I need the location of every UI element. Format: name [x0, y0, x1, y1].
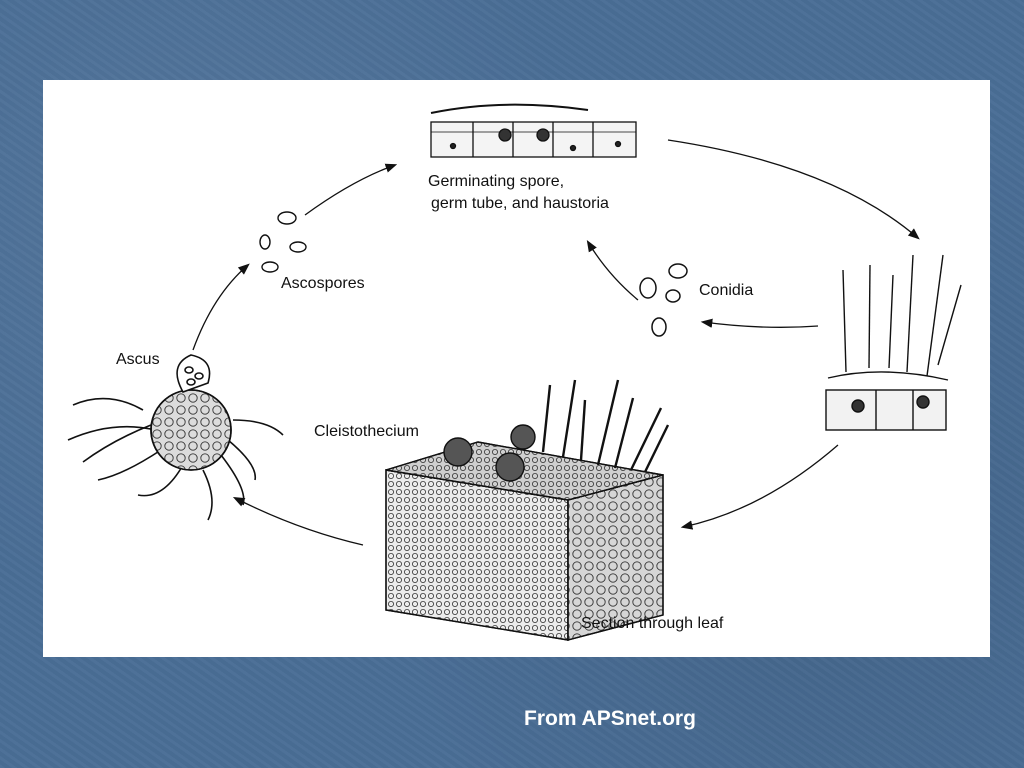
label-germinating-line1: Germinating spore, [428, 173, 565, 190]
label-conidia: Conidia [699, 282, 754, 299]
conidia-spores [639, 263, 688, 337]
label-ascus: Ascus [116, 351, 160, 368]
arrow-conidiophores-to-leaf [680, 444, 839, 530]
arrow-germination-to-conidiophores [667, 139, 920, 240]
arrow-ascus-to-ascospores [192, 263, 250, 351]
label-germinating-line2: germ tube, and haustoria [431, 195, 609, 212]
label-section-through-leaf: Section through leaf [581, 615, 724, 632]
label-cleistothecium: Cleistothecium [314, 423, 419, 440]
germinating-spore-illustration [430, 103, 637, 158]
arrow-leaf-to-ascus [232, 496, 364, 546]
arrow-conidiophores-to-conidia [700, 318, 819, 328]
ascospore-spores [259, 211, 307, 273]
arrow-conidia-to-germination [586, 239, 639, 301]
conidiophore-illustration [825, 254, 962, 431]
label-ascospores: Ascospores [281, 275, 365, 292]
arrow-ascospores-to-germination [304, 163, 398, 216]
leaf-section-illustration [385, 379, 670, 641]
life-cycle-diagram-panel: Germinating spore, germ tube, and hausto… [43, 80, 990, 657]
source-credit: From APSnet.org [524, 707, 696, 730]
ascus-illustration [67, 354, 284, 521]
life-cycle-diagram [67, 103, 962, 641]
